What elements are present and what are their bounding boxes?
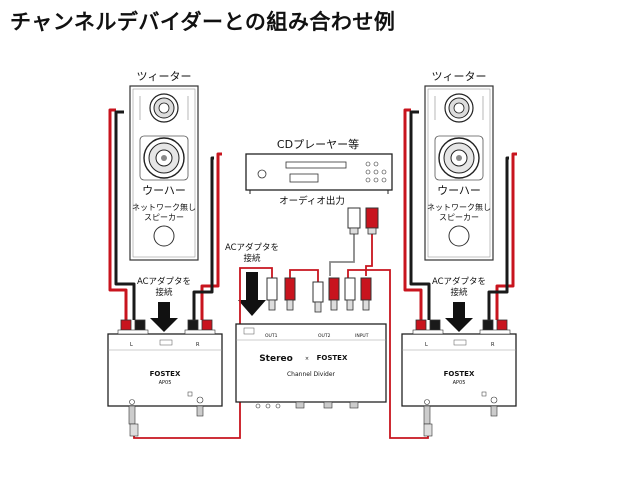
divider-brand-x: × bbox=[305, 356, 309, 362]
channel-divider-body bbox=[235, 323, 387, 403]
right-speaker: ツィーター ウーハー ネットワーク無し スピーカー bbox=[424, 70, 494, 261]
left-amp-volume-knob-icon bbox=[196, 396, 204, 404]
left-speaker-model-line1: ネットワーク無し bbox=[132, 202, 196, 212]
ac-adapter-right: ACアダプタを 接続 bbox=[432, 276, 486, 332]
right-amplifier: L R FOSTEX AP05 bbox=[401, 319, 517, 425]
cd-power-icon bbox=[257, 169, 267, 179]
divider-brand-fostex: FOSTEX bbox=[317, 354, 348, 362]
right-tweeter-label: ツィーター bbox=[432, 70, 487, 83]
ac-adapter-left-line2: 接続 bbox=[155, 287, 173, 298]
left-amp-body bbox=[107, 333, 223, 407]
left-woofer-label: ウーハー bbox=[142, 184, 186, 197]
ac-adapter-right-arrow-icon bbox=[445, 302, 473, 332]
cd-player-label: CDプレーヤー等 bbox=[277, 137, 359, 151]
right-tweeter-icon bbox=[434, 93, 484, 123]
ac-adapter-right-line2: 接続 bbox=[450, 287, 468, 298]
left-amp-terminals-icon bbox=[117, 319, 216, 335]
right-amp-l-label: L bbox=[425, 342, 428, 348]
right-woofer-icon bbox=[434, 135, 484, 181]
divider-name: Channel Divider bbox=[287, 371, 336, 378]
rca-cables-input bbox=[329, 228, 373, 276]
speaker-cables bbox=[108, 108, 517, 320]
left-speaker-model-line2: スピーカー bbox=[144, 213, 184, 222]
ac-adapter-left: ACアダプタを 接続 bbox=[137, 276, 191, 332]
cd-output-plugs-icon bbox=[347, 207, 379, 235]
left-tweeter-label: ツィーター bbox=[137, 70, 192, 83]
cd-buttons-icon bbox=[365, 161, 387, 183]
amp-input-plugs-icon bbox=[129, 423, 433, 437]
left-amp-brand: FOSTEX bbox=[150, 370, 181, 378]
left-amp-model: AP05 bbox=[159, 380, 172, 386]
right-amp-model: AP05 bbox=[453, 380, 466, 386]
ac-adapter-center-line2: 接続 bbox=[243, 253, 261, 264]
divider-out1-label: OUT1 bbox=[265, 333, 278, 339]
right-amp-r-label: R bbox=[491, 342, 495, 348]
right-amp-terminals-icon bbox=[412, 319, 511, 335]
ac-adapter-center: ACアダプタを 接続 bbox=[225, 242, 279, 316]
divider-rca-plugs-icon bbox=[266, 277, 372, 313]
left-amp-r-label: R bbox=[196, 342, 200, 348]
audio-output-label: オーディオ出力 bbox=[279, 195, 345, 207]
right-amp-volume-knob-icon bbox=[490, 396, 498, 404]
right-woofer-label: ウーハー bbox=[437, 184, 481, 197]
left-tweeter-icon bbox=[139, 93, 189, 123]
ac-adapter-center-arrow-icon bbox=[238, 272, 266, 316]
channel-divider: OUT1 OUT2 INPUT Stereo × FOSTEX Channel … bbox=[235, 323, 387, 409]
divider-knobs-icon bbox=[255, 401, 359, 409]
ac-adapter-left-arrow-icon bbox=[150, 302, 178, 332]
left-speaker: ツィーター ウーハー ネットワーク無し スピーカー bbox=[129, 70, 199, 261]
cd-player: CDプレーヤー等 オーディオ出力 bbox=[245, 137, 393, 207]
left-amplifier: L R FOSTEX AP05 bbox=[107, 319, 223, 425]
right-amp-input-jack-icon bbox=[424, 399, 430, 405]
right-speaker-model-line1: ネットワーク無し bbox=[427, 202, 491, 212]
right-amp-brand: FOSTEX bbox=[444, 370, 475, 378]
left-bass-port-icon bbox=[153, 225, 175, 247]
right-speaker-model-line2: スピーカー bbox=[439, 213, 479, 222]
left-woofer-icon bbox=[139, 135, 189, 181]
left-amp-l-label: L bbox=[130, 342, 133, 348]
right-amp-body bbox=[401, 333, 517, 407]
left-amp-input-jack-icon bbox=[129, 399, 135, 405]
right-bass-port-icon bbox=[448, 225, 470, 247]
divider-out2-label: OUT2 bbox=[318, 333, 331, 339]
divider-brand-stereo: Stereo bbox=[259, 354, 293, 364]
ac-adapter-left-line1: ACアダプタを bbox=[137, 276, 191, 287]
page-title: チャンネルデバイダーとの組み合わせ例 bbox=[10, 10, 396, 34]
divider-input-label: INPUT bbox=[355, 333, 369, 339]
ac-adapter-center-line1: ACアダプタを bbox=[225, 242, 279, 253]
ac-adapter-right-line1: ACアダプタを bbox=[432, 276, 486, 287]
